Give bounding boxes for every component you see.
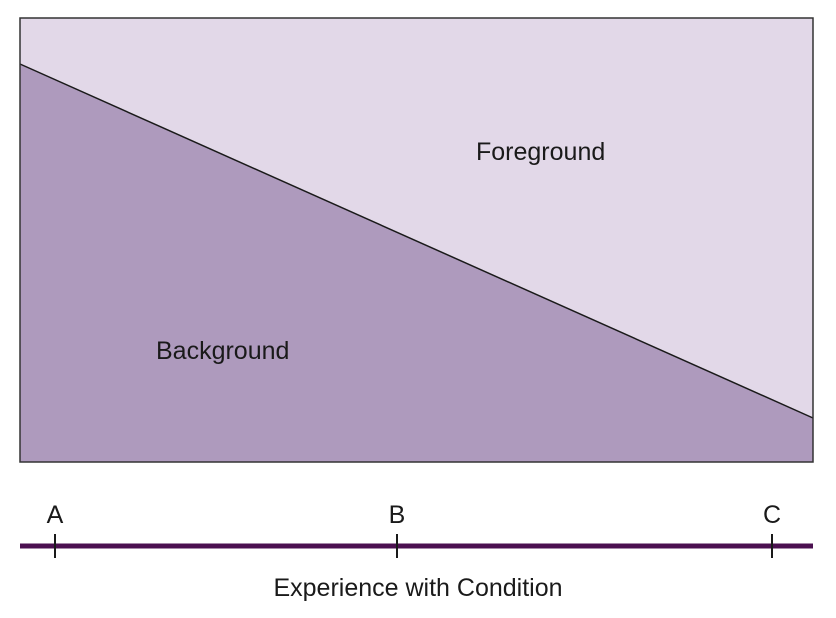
experience-axis: A B C Experience with Condition xyxy=(20,501,813,602)
divider-line xyxy=(19,63,814,419)
tick-label-c: C xyxy=(763,501,781,529)
background-label: Background xyxy=(156,337,289,365)
tick-label-a: A xyxy=(47,501,64,529)
tick-label-b: B xyxy=(389,501,406,529)
background-region xyxy=(20,64,813,462)
axis-title: Experience with Condition xyxy=(273,574,562,602)
panel: Foreground Background xyxy=(19,17,814,463)
foreground-label: Foreground xyxy=(476,138,605,166)
panel-frame xyxy=(19,17,814,463)
